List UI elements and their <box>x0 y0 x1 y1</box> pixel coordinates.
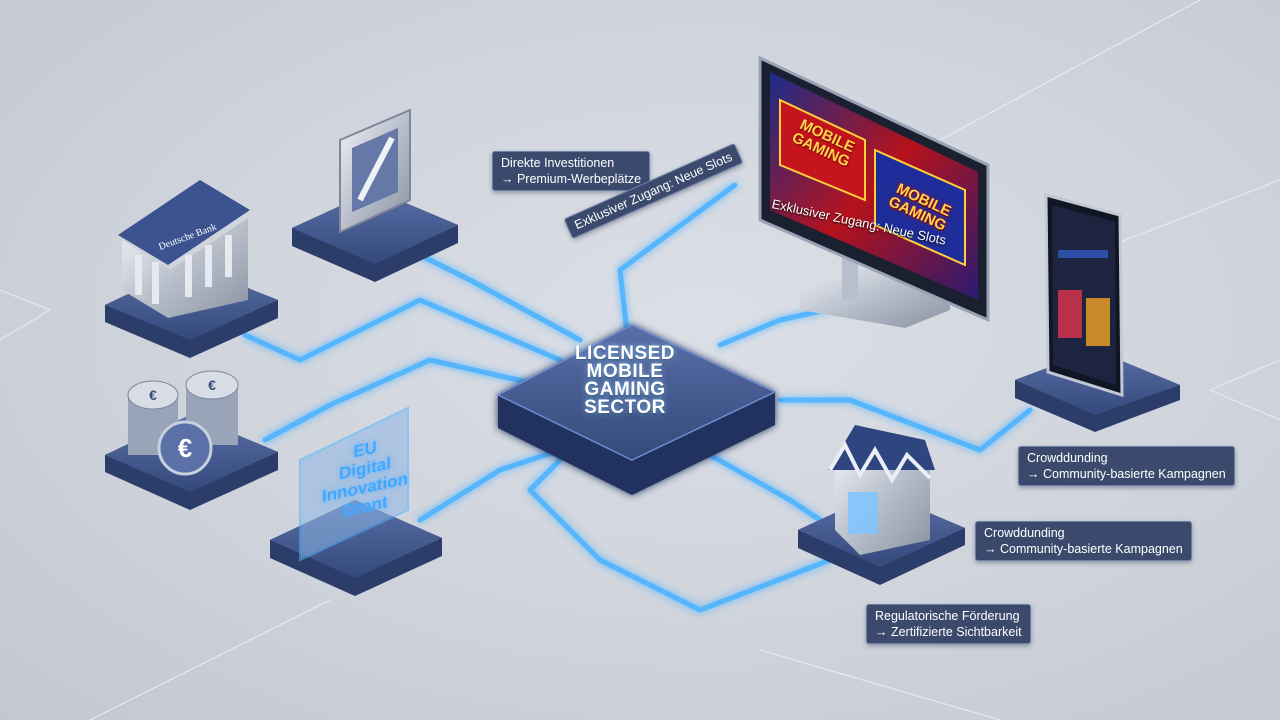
phone-node <box>1015 193 1180 432</box>
bank-building-icon <box>118 180 250 318</box>
label-crowdfunding-top: Crowddunding → Community-basierte Kampag… <box>1018 446 1235 486</box>
deutsche-bank-logo-icon <box>339 108 411 234</box>
label-title: Crowddunding <box>1027 451 1108 465</box>
hub-title-line: LICENSED <box>574 343 676 364</box>
link-grant <box>417 447 563 523</box>
label-title: Direkte Investitionen <box>501 156 615 170</box>
hub-title-line: SECTOR <box>584 397 666 418</box>
euro-coins-icon <box>127 370 239 476</box>
store-node <box>798 425 965 585</box>
link-bank <box>242 297 563 363</box>
euro-icon: € <box>208 377 216 393</box>
label-title: Crowddunding <box>984 526 1065 540</box>
hub-node <box>496 324 777 495</box>
storefront-icon <box>828 425 935 555</box>
label-detail: → Community-basierte Kampagnen <box>984 542 1183 556</box>
monitor-icon <box>758 55 990 328</box>
coins-node: € € € <box>105 370 278 510</box>
label-detail: → Community-basierte Kampagnen <box>1027 467 1226 481</box>
hub-title-line: GAMING <box>584 379 666 400</box>
label-detail: → Premium-Werbeplätze <box>501 172 642 186</box>
label-regulatory-support: Regulatorische Förderung → Zertifizierte… <box>866 604 1031 644</box>
label-direct-investments: Direkte Investitionen → Premium-Werbeplä… <box>492 151 651 191</box>
grant-node <box>270 406 442 596</box>
euro-icon: € <box>178 433 192 463</box>
link-bottom <box>527 457 833 613</box>
link-logo <box>407 247 583 343</box>
bank-node <box>105 180 278 358</box>
link-phone <box>777 397 1033 453</box>
smartphone-icon <box>1044 193 1124 398</box>
logo-node <box>292 108 458 282</box>
label-crowdfunding-mid: Crowddunding → Community-basierte Kampag… <box>975 521 1192 561</box>
link-store <box>707 452 823 523</box>
hub-title: LICENSED MOBILE GAMING SECTOR <box>540 343 710 418</box>
label-detail: → Zertifizierte Sichtbarkeit <box>875 625 1022 639</box>
link-coins <box>262 357 543 443</box>
euro-icon: € <box>149 387 157 403</box>
label-title: Regulatorische Förderung <box>875 609 1020 623</box>
hub-title-line: MOBILE <box>586 361 664 382</box>
